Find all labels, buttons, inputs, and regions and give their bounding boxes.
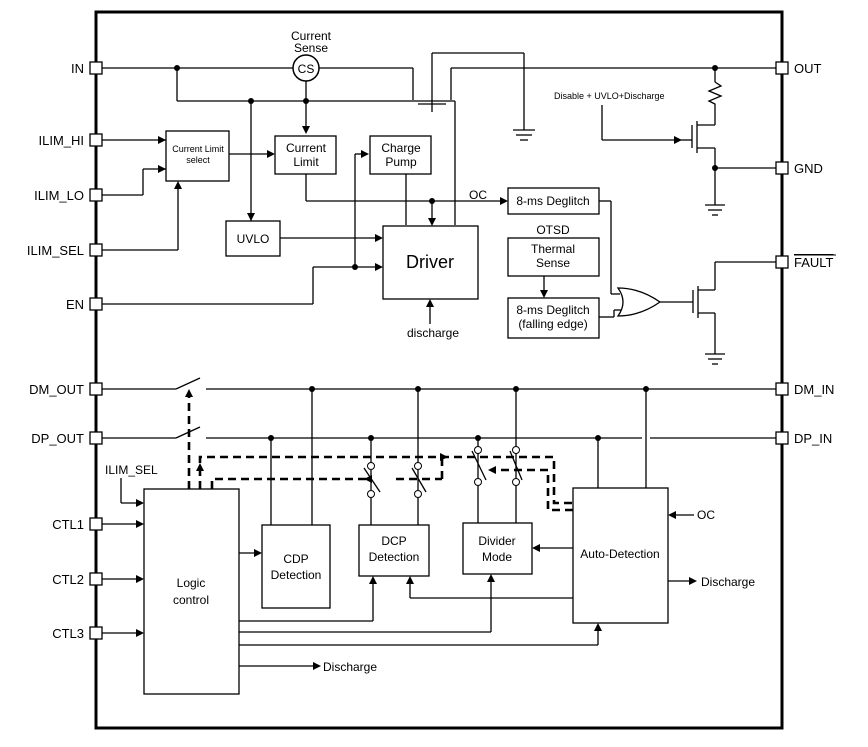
pin-ctl1: CTL1 (52, 517, 84, 532)
pin-dm-out: DM_OUT (29, 382, 84, 397)
driver-label: Driver (406, 252, 454, 272)
cdp-label-1: CDP (283, 552, 308, 566)
driver-discharge-label: discharge (407, 326, 459, 340)
junction-dots (174, 65, 718, 441)
disable-uvlo-label: Disable + UVLO+Discharge (554, 91, 665, 101)
current-limit-label-1: Current (286, 141, 327, 155)
charge-pump-block (369, 135, 432, 175)
pin-ilim-lo: ILIM_LO (34, 188, 84, 203)
dcp-label-2: Detection (369, 550, 420, 564)
right-pins (775, 61, 789, 445)
oc-deglitch-block (507, 187, 600, 215)
pin-ilim-hi: ILIM_HI (38, 133, 84, 148)
pin-ctl3: CTL3 (52, 626, 84, 641)
pin-dm-in: DM_IN (794, 382, 834, 397)
uvlo-block (225, 220, 281, 257)
ilim-sel-internal-label: ILIM_SEL (105, 463, 158, 477)
charge-pump-label-2: Pump (385, 155, 417, 169)
cdp-detection-block (261, 524, 331, 609)
uvlo-label: UVLO (237, 232, 270, 246)
current-sense-circle (292, 54, 320, 82)
oc-deglitch-label: 8-ms Deglitch (516, 194, 589, 208)
falling-deglitch-label-1: 8-ms Deglitch (516, 303, 589, 317)
thermal-sense-label-1: Thermal (531, 242, 575, 256)
otsd-label: OTSD (536, 223, 570, 237)
pin-gnd: GND (794, 161, 823, 176)
oc-label-top: OC (469, 188, 487, 202)
dcp-detection-block (358, 524, 430, 577)
auto-detection-label: Auto-Detection (580, 547, 659, 561)
auto-detection-block (572, 487, 669, 624)
usb-data-wires (102, 377, 776, 667)
pin-en: EN (66, 297, 84, 312)
current-limit-block (274, 135, 337, 175)
pin-dp-out: DP_OUT (31, 431, 84, 446)
left-pins (89, 61, 103, 640)
falling-deglitch-block (507, 297, 600, 339)
falling-deglitch-label-2: (falling edge) (518, 317, 587, 331)
current-limit-select-label-2: select (186, 155, 210, 165)
power-path-wires (102, 52, 776, 365)
divider-mode-block (462, 522, 533, 575)
thermal-sense-label-2: Sense (536, 256, 570, 270)
switch-control-paths (187, 395, 573, 512)
current-sense-label-2: Sense (294, 41, 328, 55)
divider-label-1: Divider (478, 534, 515, 548)
current-sense-label-1: Current (291, 29, 332, 43)
thermal-sense-block (507, 237, 600, 277)
current-sense-cs: CS (298, 62, 315, 76)
current-limit-select-label-1: Current Limit (172, 144, 224, 154)
pin-in: IN (71, 61, 84, 76)
pin-fault: FAULT (794, 255, 834, 270)
pin-dp-in: DP_IN (794, 431, 832, 446)
logic-discharge-label: Discharge (323, 660, 377, 674)
pin-ctl2: CTL2 (52, 572, 84, 587)
dcp-label-1: DCP (381, 534, 406, 548)
or-gate (616, 287, 662, 317)
pin-out: OUT (794, 61, 822, 76)
logic-control-label-2: control (173, 593, 209, 607)
auto-discharge-label: Discharge (701, 575, 755, 589)
divider-label-2: Mode (482, 550, 512, 564)
charge-pump-label-1: Charge (381, 141, 421, 155)
logic-control-label-1: Logic (177, 576, 206, 590)
cdp-label-2: Detection (271, 568, 322, 582)
oc-right-label: OC (697, 508, 715, 522)
current-limit-select-block (165, 130, 230, 182)
driver-block (382, 225, 479, 300)
pin-ilim-sel: ILIM_SEL (27, 243, 84, 258)
logic-control-block (143, 488, 240, 695)
chip-outline (94, 10, 784, 730)
arrowheads (136, 126, 697, 670)
current-limit-label-2: Limit (293, 155, 319, 169)
